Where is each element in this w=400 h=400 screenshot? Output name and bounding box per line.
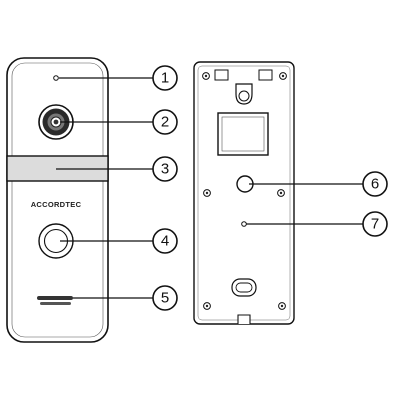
back-screw-hole-mid-left [203,189,211,197]
front-panel: ACCORDTEC [6,57,109,343]
brand-logo-text: ACCORDTEC [31,200,82,209]
back-plate [193,61,295,325]
callout-1: 1 [152,65,178,91]
front-panel-inner-edge [11,62,104,338]
callout-number-4: 4 [161,233,169,250]
front-speaker-grille [37,296,73,305]
callout-number-2: 2 [161,114,169,131]
back-top-tab-right [258,69,273,81]
callout-4: 4 [152,228,178,254]
callout-number-6: 6 [371,176,379,193]
back-keyhole-top [235,83,253,105]
callout-number-1: 1 [161,70,169,87]
callout-5: 5 [152,285,178,311]
callout-number-5: 5 [161,290,169,307]
front-camera-lens [38,104,74,140]
front-panel-body [6,57,109,343]
callout-number-7: 7 [371,216,379,233]
callout-7: 7 [362,211,388,237]
back-top-tab-left [214,69,229,81]
back-screw-hole-bottom-right [278,302,286,310]
front-microphone-hole [53,75,59,81]
back-small-hole [241,221,247,227]
back-screw-hole-mid-right [277,189,285,197]
back-screw-hole-bottom-left [203,302,211,310]
callout-lines [56,77,363,299]
back-keyhole-bottom [231,278,257,297]
back-recess [217,112,269,156]
callout-3: 3 [152,156,178,182]
back-screw-hole-top-left [202,72,210,80]
callout-number-3: 3 [161,161,169,178]
callout-2: 2 [152,109,178,135]
back-bottom-notch [237,314,251,324]
callout-6: 6 [362,171,388,197]
back-screw-hole-top-right [279,72,287,80]
